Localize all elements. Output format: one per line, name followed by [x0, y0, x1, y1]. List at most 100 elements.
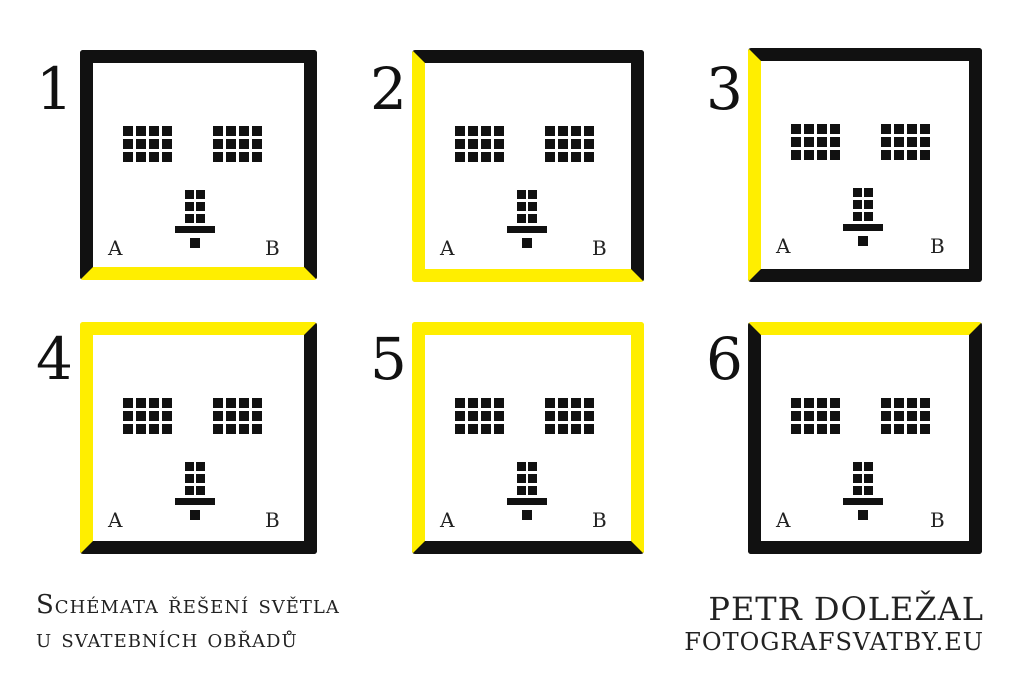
author-name: PETR DOLEŽAL [708, 590, 984, 628]
caption-line-1: Schémata řešení světla [36, 590, 340, 620]
seat-square [252, 139, 262, 149]
seat-square [907, 137, 917, 147]
seat-square [494, 152, 504, 162]
seat-square [162, 152, 172, 162]
seat-square [226, 139, 236, 149]
couple-square [528, 474, 537, 483]
guest-square [185, 462, 194, 471]
guest-block-right [881, 124, 930, 160]
guest-block-left [791, 124, 840, 160]
guest-block-left [123, 398, 172, 434]
seat-square [558, 152, 568, 162]
seat-square [226, 152, 236, 162]
seat-square [213, 139, 223, 149]
altar-table [175, 498, 215, 505]
seat-square [907, 411, 917, 421]
seat-square [584, 126, 594, 136]
seat-square [494, 398, 504, 408]
officiant-square [522, 238, 532, 248]
seat-square [239, 126, 249, 136]
altar-table [507, 226, 547, 233]
couple-square [528, 486, 537, 495]
seat-square [123, 411, 133, 421]
label-a: A [108, 508, 123, 532]
altar-table [507, 498, 547, 505]
couple-square [517, 202, 526, 211]
seat-square [149, 424, 159, 434]
seat-square [791, 124, 801, 134]
panel-number: 6 [706, 325, 743, 393]
seat-square [545, 398, 555, 408]
altar-table [175, 226, 215, 233]
seat-square [481, 398, 491, 408]
seat-square [239, 398, 249, 408]
seat-square [558, 398, 568, 408]
seat-square [791, 424, 801, 434]
room-outline [748, 322, 982, 554]
seat-square [920, 424, 930, 434]
guest-square [517, 462, 526, 471]
seat-square [226, 411, 236, 421]
guest-square [528, 462, 537, 471]
seat-square [791, 137, 801, 147]
guest-block-left [123, 126, 172, 162]
altar-couple [175, 462, 215, 522]
guest-square [528, 190, 537, 199]
couple-square [864, 486, 873, 495]
seat-square [907, 124, 917, 134]
guest-square [864, 462, 873, 471]
seat-square [817, 411, 827, 421]
seat-square [468, 424, 478, 434]
couple-square [196, 486, 205, 495]
couple-square [196, 474, 205, 483]
couple-square [528, 214, 537, 223]
label-b: B [930, 234, 945, 258]
seat-square [907, 150, 917, 160]
altar-table [843, 498, 883, 505]
seat-square [804, 150, 814, 160]
seat-square [830, 124, 840, 134]
altar-table [843, 224, 883, 231]
seat-square [881, 124, 891, 134]
seat-square [162, 126, 172, 136]
seat-square [881, 424, 891, 434]
seat-square [817, 398, 827, 408]
altar-couple [507, 190, 547, 250]
seat-square [162, 411, 172, 421]
seat-square [545, 126, 555, 136]
seat-square [149, 139, 159, 149]
seat-square [920, 150, 930, 160]
seat-square [817, 424, 827, 434]
officiant-square [190, 510, 200, 520]
seat-square [571, 126, 581, 136]
seat-square [920, 411, 930, 421]
seat-square [136, 398, 146, 408]
seat-square [558, 424, 568, 434]
seat-square [149, 126, 159, 136]
seat-square [481, 424, 491, 434]
guest-block-right [545, 126, 594, 162]
couple-square [185, 202, 194, 211]
seat-square [481, 411, 491, 421]
seat-square [149, 411, 159, 421]
label-b: B [265, 236, 280, 260]
label-b: B [592, 236, 607, 260]
guest-square [853, 462, 862, 471]
guest-square [196, 462, 205, 471]
seat-square [468, 139, 478, 149]
seat-square [123, 139, 133, 149]
seat-square [239, 139, 249, 149]
officiant-square [858, 236, 868, 246]
seat-square [252, 152, 262, 162]
seat-square [545, 139, 555, 149]
label-b: B [592, 508, 607, 532]
couple-square [853, 200, 862, 209]
seat-square [571, 411, 581, 421]
panel-number: 2 [370, 55, 407, 123]
seat-square [252, 411, 262, 421]
seat-square [123, 126, 133, 136]
seat-square [545, 411, 555, 421]
seat-square [558, 139, 568, 149]
seat-square [817, 124, 827, 134]
seat-square [136, 139, 146, 149]
